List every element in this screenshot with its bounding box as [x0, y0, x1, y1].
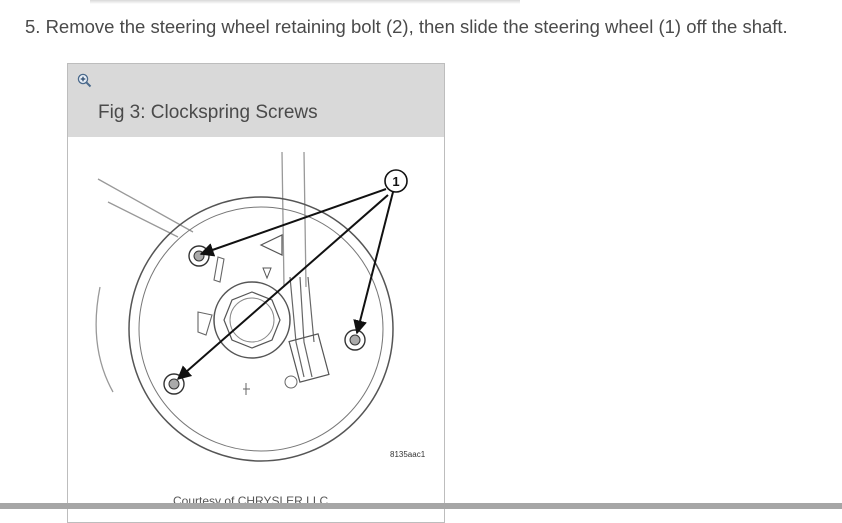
clockspring-diagram: 1 8135aac1 [95, 151, 426, 462]
clockspring-outer [128, 196, 394, 462]
index-mark-triangle [259, 234, 283, 256]
arrow-mark-bottom [243, 383, 250, 395]
zoom-in-icon[interactable] [77, 73, 92, 88]
column-shaft [281, 151, 307, 288]
top-shadow [90, 0, 520, 4]
figure-header: Fig 3: Clockspring Screws [68, 64, 444, 137]
steering-wheel-rim [95, 286, 114, 393]
index-mark-arrow [262, 267, 272, 280]
locating-hole [284, 375, 298, 389]
step-instruction: 5. Remove the steering wheel retaining b… [25, 16, 788, 37]
hub-center [229, 297, 275, 343]
figure-code: 8135aac1 [390, 450, 426, 459]
callout-number: 1 [392, 174, 399, 189]
clockspring-inner-ring [138, 206, 384, 452]
connector [288, 333, 330, 383]
clockspring-screw-lower-left [163, 373, 185, 395]
retainer-clip-top [213, 256, 225, 283]
hub-outer [213, 281, 291, 359]
leader-arrow-1 [199, 188, 387, 257]
figure-title: Fig 3: Clockspring Screws [98, 102, 318, 123]
leader-arrow-3 [176, 194, 389, 380]
figure-card: Fig 3: Clockspring Screws [67, 63, 445, 523]
leader-arrow-2 [353, 191, 394, 335]
steering-wheel-spoke [97, 178, 194, 238]
callout-circle [384, 169, 408, 193]
clockspring-screw-right [344, 329, 366, 351]
retainer-tab-left [197, 311, 213, 336]
wiring-harness [289, 276, 315, 378]
horizontal-scrollbar[interactable] [0, 503, 842, 509]
hub-spline [223, 291, 281, 349]
clockspring-screw-upper-left [188, 245, 210, 267]
